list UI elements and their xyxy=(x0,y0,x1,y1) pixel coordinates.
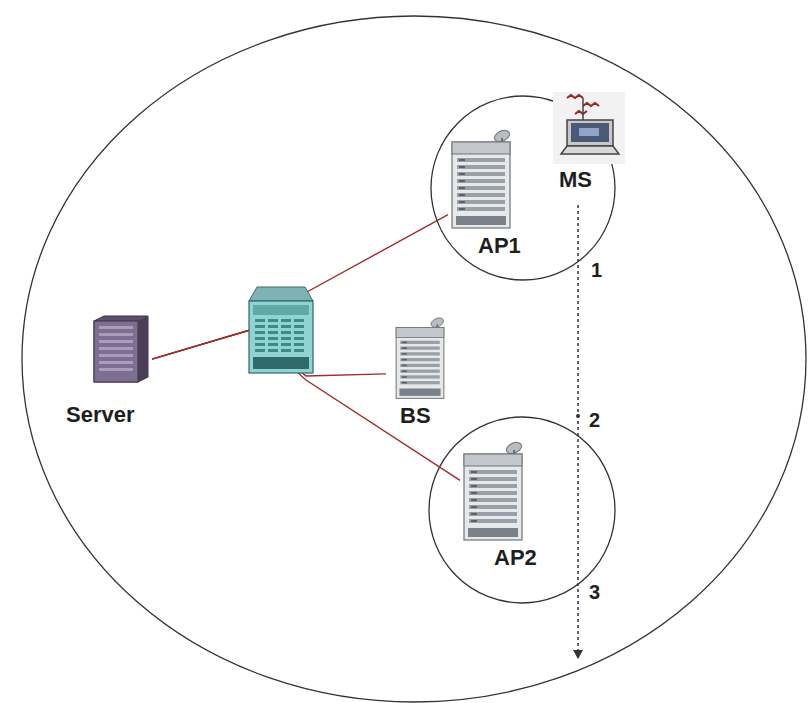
equipment-icon xyxy=(386,316,454,400)
switch-icon xyxy=(249,287,313,373)
access-equipment-icon xyxy=(448,128,514,230)
switch-slot xyxy=(281,349,291,352)
node-label: MS xyxy=(559,168,592,192)
switch-slot xyxy=(255,325,265,328)
laptop-icon xyxy=(553,92,625,164)
node-label: BS xyxy=(400,404,431,428)
access-equipment-icon xyxy=(460,440,526,542)
switch-slot xyxy=(255,337,265,340)
switch-slot xyxy=(255,349,265,352)
callout-number: 3 xyxy=(588,580,601,604)
switch-slot xyxy=(294,337,304,340)
switch-slot xyxy=(281,337,291,340)
equipment-icon xyxy=(553,92,625,164)
mobile-station-node: MS xyxy=(553,92,625,194)
access-point-node: AP1 xyxy=(448,128,523,260)
node-label: AP2 xyxy=(494,546,537,570)
switch-slot xyxy=(294,331,304,334)
switch-slot xyxy=(268,349,278,352)
switch-slot xyxy=(294,319,304,322)
switch-slot xyxy=(268,337,278,340)
bs-coverage-circle xyxy=(22,16,806,702)
switch-slot xyxy=(294,343,304,346)
network-link xyxy=(152,215,448,360)
path-point xyxy=(576,414,580,418)
switch-slot xyxy=(255,319,265,322)
server-node: Server xyxy=(66,315,152,429)
switch-slot xyxy=(268,319,278,322)
switch-slot xyxy=(255,343,265,346)
switch-slot xyxy=(294,325,304,328)
switch-slot xyxy=(281,319,291,322)
equipment-icon xyxy=(460,440,526,542)
equipment-icon xyxy=(448,128,514,230)
server-icon xyxy=(90,315,152,383)
access-point-node: AP2 xyxy=(460,440,539,572)
ap1-coverage-circle xyxy=(431,96,615,280)
switch-slot xyxy=(255,331,265,334)
equipment-icon xyxy=(90,315,152,383)
switch-slot xyxy=(294,349,304,352)
switch-slot xyxy=(268,331,278,334)
callout-number: 1 xyxy=(590,258,603,282)
switch-slot xyxy=(268,343,278,346)
node-label: AP1 xyxy=(478,234,521,258)
callout-number: 2 xyxy=(588,408,601,432)
switch-slot xyxy=(268,325,278,328)
node-label: Server xyxy=(66,403,135,427)
access-equipment-icon xyxy=(386,316,454,400)
switch-slot xyxy=(281,343,291,346)
ap2-coverage-circle xyxy=(429,417,615,603)
switch-slot xyxy=(281,325,291,328)
movement-path xyxy=(577,205,579,658)
base-station-node: BS xyxy=(386,316,454,430)
switch-slot xyxy=(281,331,291,334)
